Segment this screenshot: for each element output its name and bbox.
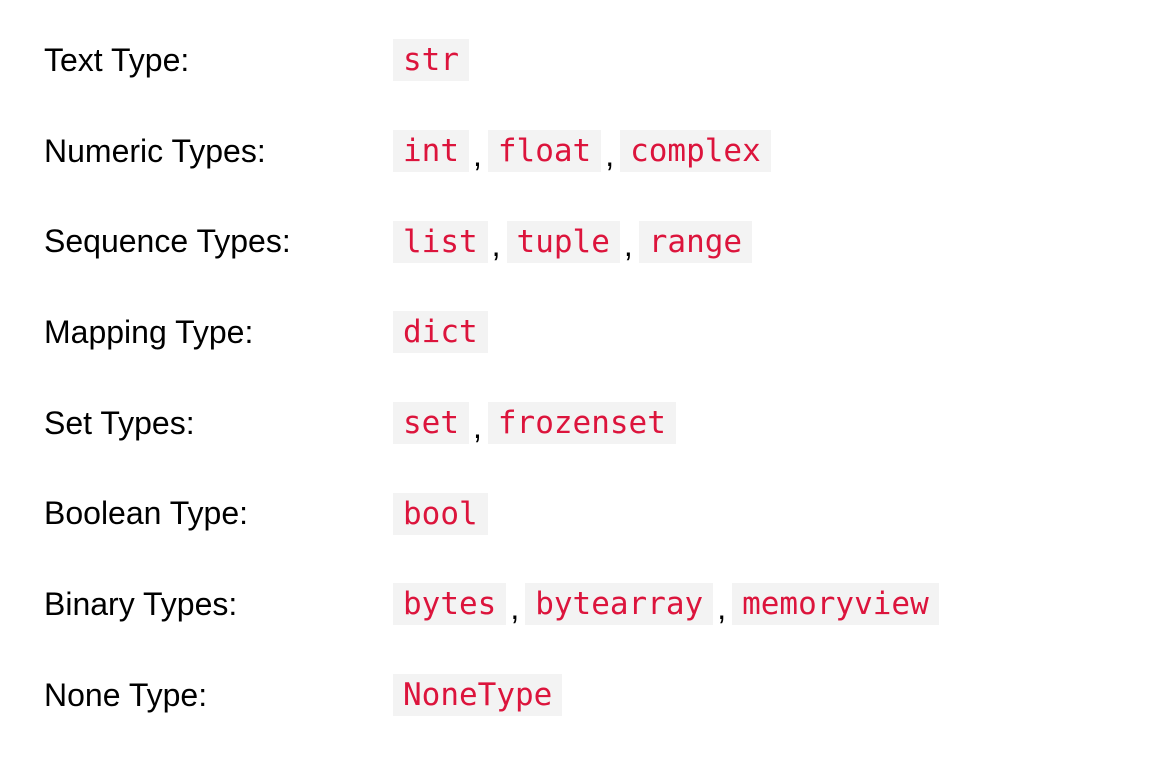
row-values: bytes , bytearray , memoryview — [393, 583, 939, 626]
row-label: Boolean Type: — [44, 495, 249, 532]
code-nonetype: NoneType — [393, 674, 563, 717]
code-str: str — [393, 39, 469, 82]
row-values: NoneType — [393, 674, 563, 717]
code-complex: complex — [620, 130, 771, 173]
row-boolean-type: Boolean Type: bool — [44, 468, 1144, 559]
row-values: dict — [393, 311, 488, 354]
code-bool: bool — [393, 492, 488, 535]
comma-separator: , — [510, 589, 520, 626]
row-label: Sequence Types: — [44, 223, 291, 260]
code-int: int — [393, 130, 469, 173]
row-values: bool — [393, 492, 488, 535]
row-values: str — [393, 39, 469, 82]
code-set: set — [393, 402, 469, 445]
row-label: Set Types: — [44, 404, 195, 441]
row-label: Text Type: — [44, 41, 190, 78]
row-text-type: Text Type: str — [44, 15, 1144, 106]
row-values: set , frozenset — [393, 402, 676, 445]
python-data-types-table: Text Type: str Numeric Types: int , floa… — [44, 15, 1144, 741]
row-sequence-types: Sequence Types: list , tuple , range — [44, 196, 1144, 287]
row-set-types: Set Types: set , frozenset — [44, 378, 1144, 469]
row-none-type: None Type: NoneType — [44, 650, 1144, 741]
code-list: list — [393, 220, 488, 263]
row-binary-types: Binary Types: bytes , bytearray , memory… — [44, 559, 1144, 650]
code-tuple: tuple — [506, 220, 620, 263]
row-values: int , float , complex — [393, 130, 771, 173]
code-frozenset: frozenset — [487, 402, 676, 445]
row-label: None Type: — [44, 676, 208, 713]
comma-separator: , — [623, 227, 633, 264]
comma-separator: , — [491, 227, 501, 264]
code-bytearray: bytearray — [525, 583, 714, 626]
comma-separator: , — [605, 136, 615, 173]
code-range: range — [638, 220, 753, 263]
comma-separator: , — [717, 589, 727, 626]
row-label: Numeric Types: — [44, 132, 266, 169]
row-numeric-types: Numeric Types: int , float , complex — [44, 106, 1144, 197]
row-mapping-type: Mapping Type: dict — [44, 287, 1144, 378]
code-bytes: bytes — [393, 583, 507, 626]
code-dict: dict — [393, 311, 488, 354]
row-label: Mapping Type: — [44, 313, 254, 350]
code-memoryview: memoryview — [732, 583, 939, 626]
row-label: Binary Types: — [44, 585, 238, 622]
comma-separator: , — [473, 136, 482, 173]
comma-separator: , — [473, 408, 482, 445]
code-float: float — [487, 130, 602, 173]
row-values: list , tuple , range — [393, 220, 753, 264]
